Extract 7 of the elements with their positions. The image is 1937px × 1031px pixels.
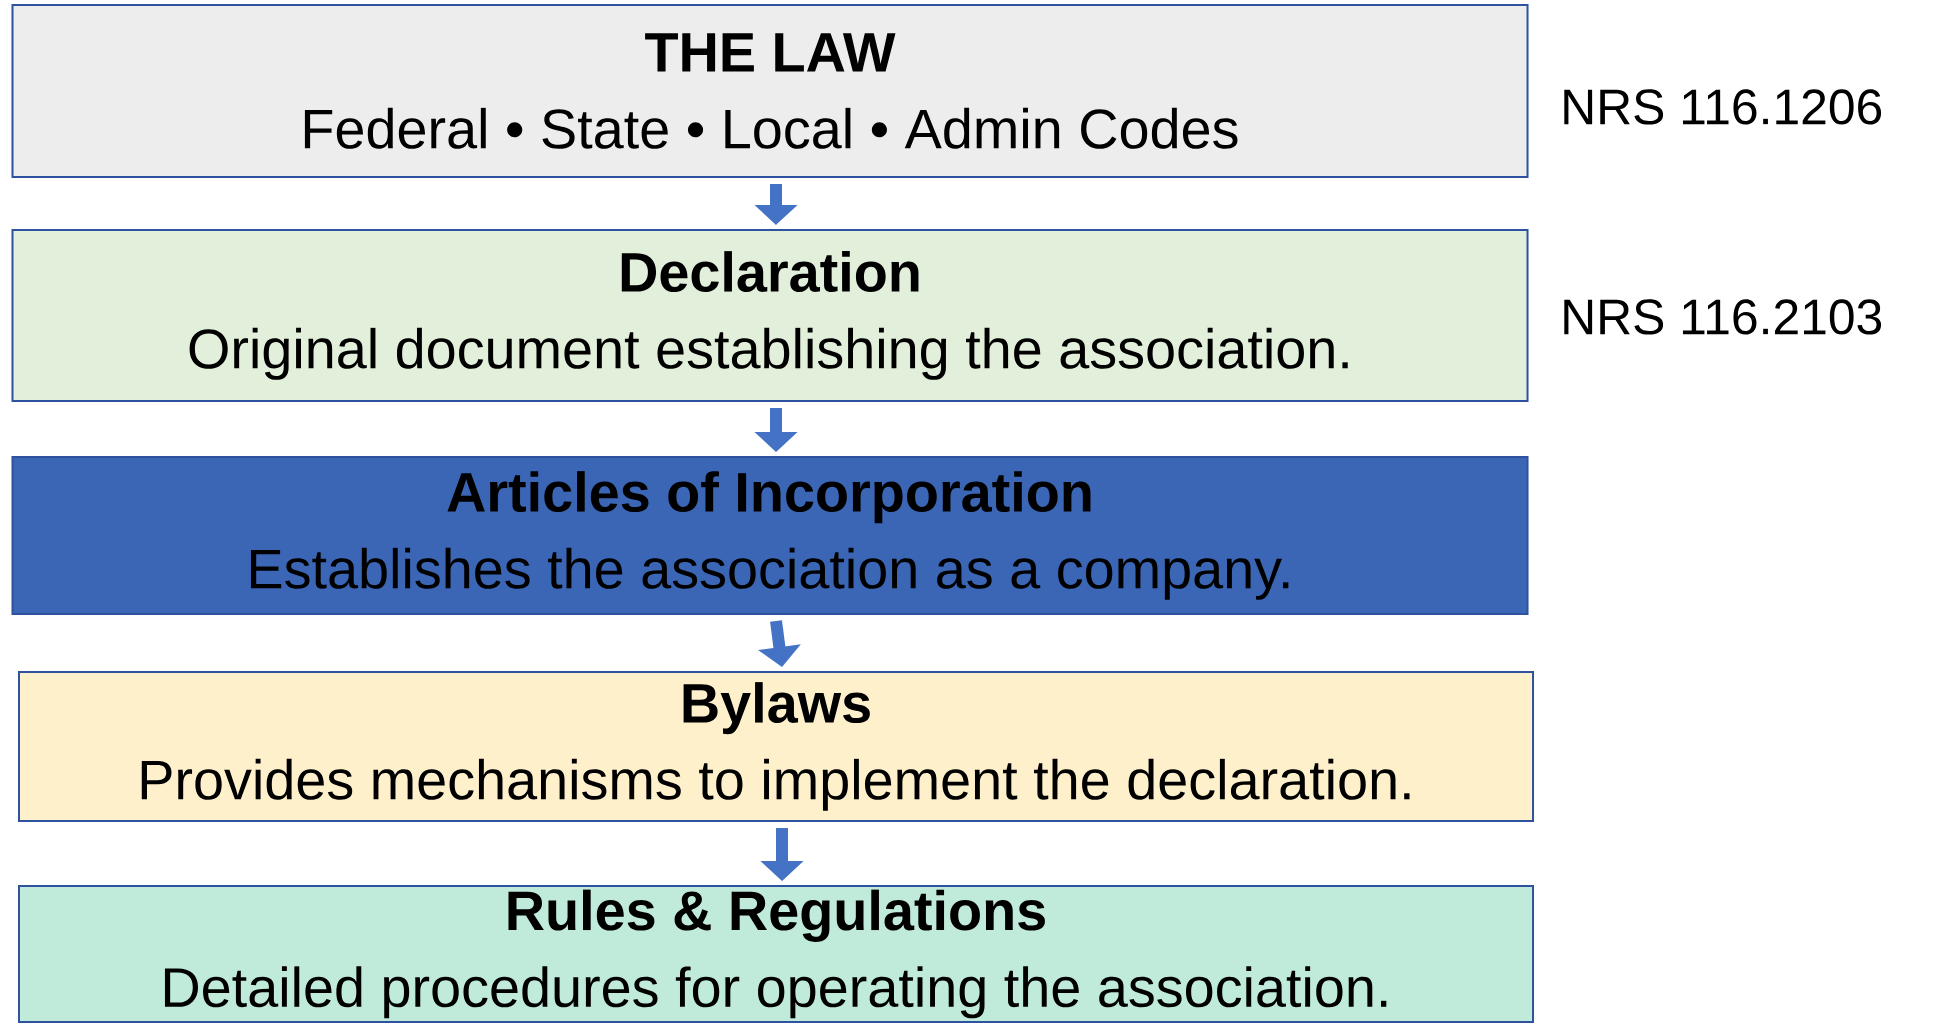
text-box: Declaration Original document establishing the association. [11, 229, 1529, 402]
text-box: Rules & Regulations Detailed procedures for operating the association. [18, 885, 1535, 1023]
text-box: THE LAW Federal • State • Local • Admin Codes [11, 4, 1529, 178]
reference-label: NRS 116.2103 [1564, 299, 1882, 335]
text-box: Bylaws Provides mechanisms to implement the declaration. [18, 671, 1535, 822]
reference-label: NRS 116.1206 [1564, 89, 1882, 125]
text-box: Articles of Incorporation Establishes the association as a company. [11, 456, 1529, 615]
